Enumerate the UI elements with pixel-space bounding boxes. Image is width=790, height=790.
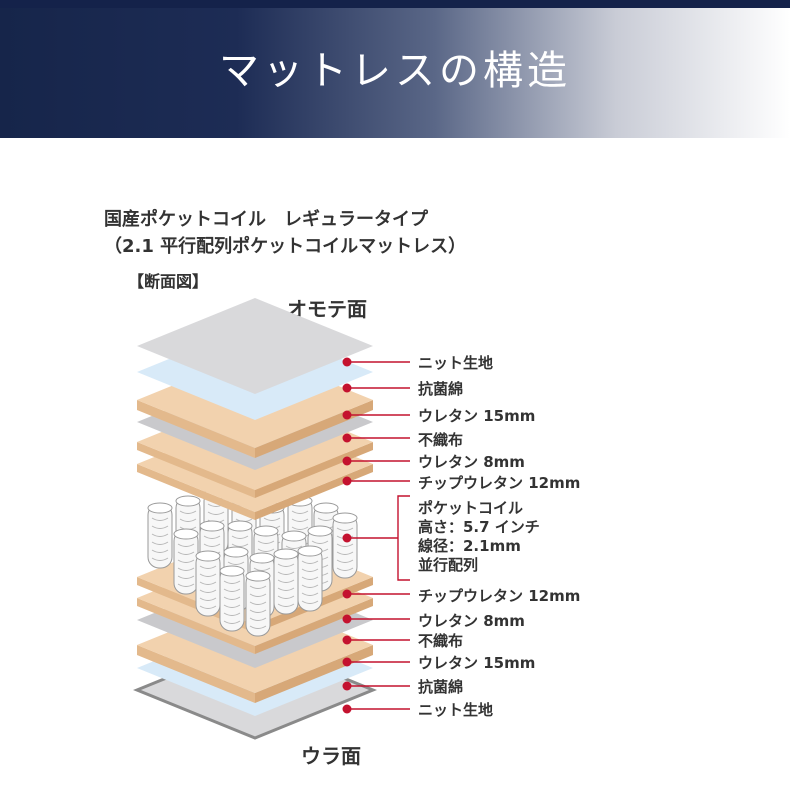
marker-9 bbox=[342, 635, 410, 645]
layer-side-right bbox=[255, 464, 373, 520]
marker-4 bbox=[342, 433, 410, 443]
pocket-coil bbox=[297, 545, 323, 612]
product-subtitle: （2.1 平行配列ポケットコイルマットレス） bbox=[104, 236, 467, 257]
marker-6 bbox=[342, 476, 410, 486]
layer-label-2: 抗菌綿 bbox=[418, 380, 464, 398]
layer-face bbox=[137, 298, 373, 394]
layer-label-9: 不織布 bbox=[418, 632, 464, 650]
marker-5 bbox=[342, 456, 410, 466]
coil-label-line-3: 線径：2.1mm bbox=[418, 537, 521, 555]
pocket-coil bbox=[332, 512, 358, 579]
marker-10 bbox=[342, 657, 410, 667]
layer-label-11: 抗菌綿 bbox=[418, 678, 464, 696]
marker-7 bbox=[342, 589, 410, 599]
marker-2 bbox=[342, 383, 410, 393]
pocket-coil bbox=[195, 550, 221, 617]
coil-label-line-1: ポケットコイル bbox=[418, 499, 524, 517]
banner-title: マットレスの構造 bbox=[219, 48, 571, 94]
layer-1 bbox=[137, 298, 373, 394]
layer-label-8: ウレタン 8mm bbox=[418, 612, 525, 630]
layer-side-left bbox=[137, 464, 255, 520]
layer-label-1: ニット生地 bbox=[418, 354, 494, 372]
marker-1 bbox=[342, 357, 410, 367]
layer-label-4: 不織布 bbox=[418, 431, 464, 449]
coil-label-line-2: 高さ：5.7 インチ bbox=[418, 518, 540, 536]
marker-12 bbox=[342, 704, 410, 714]
layer-label-6: チップウレタン 12mm bbox=[418, 474, 581, 492]
marker-11 bbox=[342, 681, 410, 691]
layer-label-3: ウレタン 15mm bbox=[418, 407, 536, 425]
section-label: 【断面図】 bbox=[128, 272, 209, 291]
header-banner: マットレスの構造 bbox=[0, 0, 790, 138]
pocket-coil bbox=[219, 565, 245, 632]
layer-label-5: ウレタン 8mm bbox=[418, 453, 525, 471]
marker-8 bbox=[342, 614, 410, 624]
layer-side-left bbox=[137, 598, 255, 654]
coil-marker bbox=[342, 495, 410, 581]
banner-top-line bbox=[0, 0, 790, 8]
pocket-coil bbox=[273, 548, 299, 615]
layer-side-right bbox=[255, 442, 373, 498]
layer-label-12: ニット生地 bbox=[418, 701, 494, 719]
marker-3 bbox=[342, 410, 410, 420]
pocket-coil bbox=[245, 570, 271, 637]
layer-label-7: チップウレタン 12mm bbox=[418, 587, 581, 605]
pocket-coil bbox=[173, 528, 199, 595]
coil-label-line-4: 並行配列 bbox=[418, 556, 479, 574]
coil-label: ポケットコイル 高さ：5.7 インチ 線径：2.1mm 並行配列 bbox=[418, 499, 540, 575]
pocket-coil bbox=[147, 502, 173, 569]
bottom-side-label: ウラ面 bbox=[301, 744, 361, 768]
layer-label-10: ウレタン 15mm bbox=[418, 654, 536, 672]
layer-side-right bbox=[255, 598, 373, 654]
layer-side-left bbox=[137, 400, 255, 458]
layer-side-left bbox=[137, 645, 255, 703]
layer-side-left bbox=[137, 442, 255, 498]
product-title: 国産ポケットコイル レギュラータイプ bbox=[104, 209, 428, 230]
